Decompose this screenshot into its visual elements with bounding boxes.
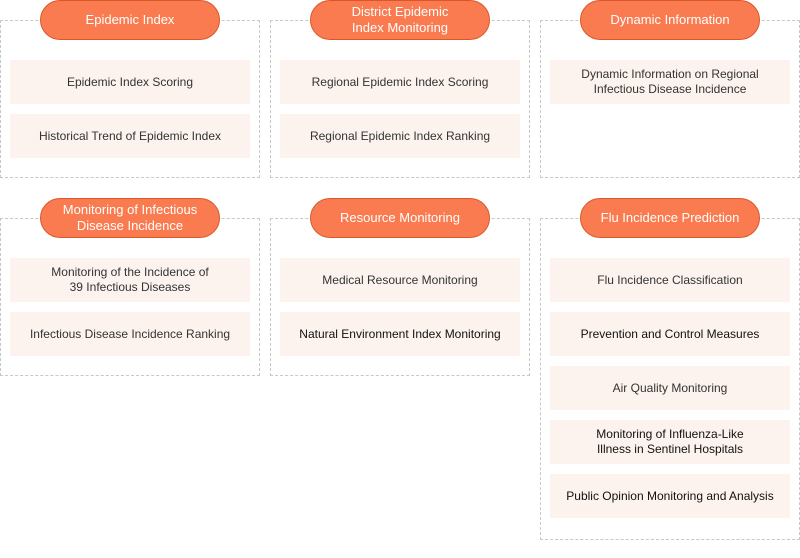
item-incidence-ranking[interactable]: Infectious Disease Incidence Ranking (10, 312, 250, 356)
item-dynamic-info-regional[interactable]: Dynamic Information on Regional Infectio… (550, 60, 790, 104)
item-regional-index-ranking[interactable]: Regional Epidemic Index Ranking (280, 114, 520, 158)
module-title-epidemic-index[interactable]: Epidemic Index (40, 0, 220, 40)
module-title-infectious-disease-monitoring[interactable]: Monitoring of Infectious Disease Inciden… (40, 198, 220, 238)
module-title-dynamic-information[interactable]: Dynamic Information (580, 0, 760, 40)
item-historical-trend[interactable]: Historical Trend of Epidemic Index (10, 114, 250, 158)
item-natural-environment[interactable]: Natural Environment Index Monitoring (280, 312, 520, 356)
item-air-quality[interactable]: Air Quality Monitoring (550, 366, 790, 410)
item-medical-resource[interactable]: Medical Resource Monitoring (280, 258, 520, 302)
item-regional-index-scoring[interactable]: Regional Epidemic Index Scoring (280, 60, 520, 104)
item-flu-classification[interactable]: Flu Incidence Classification (550, 258, 790, 302)
item-epidemic-index-scoring[interactable]: Epidemic Index Scoring (10, 60, 250, 104)
module-title-resource-monitoring[interactable]: Resource Monitoring (310, 198, 490, 238)
item-39-infectious-diseases[interactable]: Monitoring of the Incidence of 39 Infect… (10, 258, 250, 302)
item-influenza-like-illness[interactable]: Monitoring of Influenza-Like Illness in … (550, 420, 790, 464)
item-prevention-control[interactable]: Prevention and Control Measures (550, 312, 790, 356)
item-public-opinion[interactable]: Public Opinion Monitoring and Analysis (550, 474, 790, 518)
module-title-flu-incidence-prediction[interactable]: Flu Incidence Prediction (580, 198, 760, 238)
module-title-district-epidemic-index[interactable]: District Epidemic Index Monitoring (310, 0, 490, 40)
